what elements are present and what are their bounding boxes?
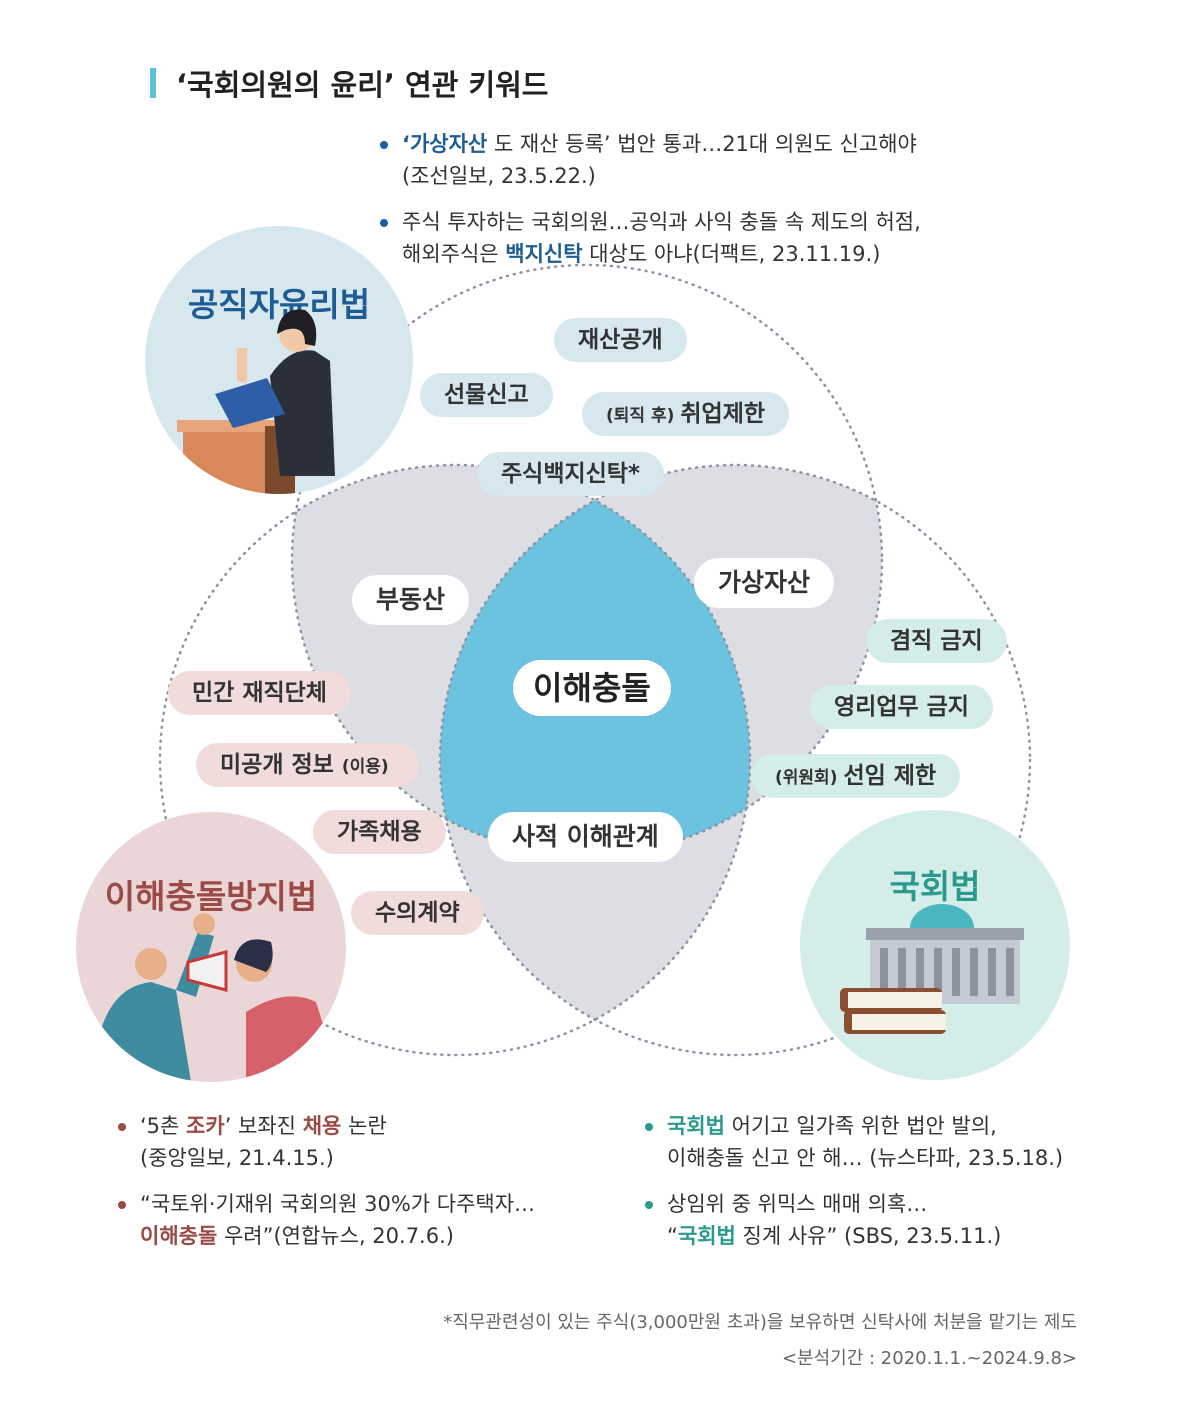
news-item: ‘5촌 조카’ 보좌진 채용 논란 (중앙일보, 21.4.15.) — [118, 1110, 535, 1174]
assembly-building-books-illustration — [840, 904, 1024, 1034]
keyword-private-interests: 사적 이해관계 — [488, 812, 683, 862]
bottom-right-news-list: 국회법 어기고 일가족 위한 법안 발의, 이해충돌 신고 안 해… (뉴스타파… — [645, 1110, 1063, 1266]
news-item: 국회법 어기고 일가족 위한 법안 발의, 이해충돌 신고 안 해… (뉴스타파… — [645, 1110, 1063, 1174]
keyword-virtual-assets: 가상자산 — [694, 558, 835, 608]
keyword-gift-report: 선물신고 — [420, 373, 553, 417]
circle-conflict-outline — [158, 463, 752, 1057]
circle-assembly-outline — [438, 463, 1032, 1057]
news-item: 주식 투자하는 국회의원…공익과 사익 충돌 속 제도의 허점, 해외주식은 백… — [380, 206, 921, 270]
title-text: ‘국회의원의 윤리’ 연관 키워드 — [176, 68, 549, 102]
law-conflict-circle: 이해충돌방지법 — [76, 812, 346, 1082]
analysis-period: <분석기간 : 2020.1.1.~2024.9.8> — [781, 1348, 1077, 1369]
law-public-label: 공직자윤리법 — [187, 285, 371, 324]
keyword-undisclosed-info: 미공개 정보 (이용) — [196, 743, 419, 787]
keyword-for-profit-ban: 영리업무 금지 — [810, 685, 993, 729]
keyword-private-org: 민간 재직단체 — [168, 671, 351, 715]
keyword-family-hiring: 가족채용 — [313, 810, 446, 854]
keyword-conflict-of-interest: 이해충돌 — [513, 660, 671, 716]
protest-megaphone-illustration — [86, 913, 341, 1082]
news-item: “국토위·기재위 국회의원 30%가 다주택자… 이해충돌 우려”(연합뉴스, … — [118, 1188, 535, 1252]
news-item: ‘가상자산 도 재산 등록’ 법안 통과…21대 의원도 신고해야 (조선일보,… — [380, 128, 921, 192]
speaker-podium-illustration — [177, 309, 335, 494]
footnote-blind-trust: *직무관련성이 있는 주식(3,000만원 초과)을 보유하면 신탁사에 처분을… — [443, 1312, 1077, 1333]
keyword-asset-disclosure: 재산공개 — [554, 318, 687, 362]
top-news-list: ‘가상자산 도 재산 등록’ 법안 통과…21대 의원도 신고해야 (조선일보,… — [380, 128, 921, 284]
keyword-employment-restriction: (퇴직 후)취업제한 — [582, 392, 790, 436]
keyword-appointment-restriction: (위원회)선임 제한 — [751, 754, 961, 798]
law-assembly-label: 국회법 — [889, 867, 981, 906]
news-item: 상임위 중 위믹스 매매 의혹… “국회법 징계 사유” (SBS, 23.5.… — [645, 1188, 1063, 1252]
law-conflict-label: 이해충돌방지법 — [104, 877, 318, 916]
keyword-real-estate: 부동산 — [352, 575, 470, 625]
law-public-circle: 공직자윤리법 — [145, 226, 413, 494]
overlap-center — [440, 465, 750, 855]
keyword-private-contract: 수의계약 — [351, 891, 484, 935]
page-title: ‘국회의원의 윤리’ 연관 키워드 — [150, 62, 548, 104]
keyword-concurrent-job-ban: 겸직 금지 — [866, 619, 1007, 663]
title-accent-bar — [150, 68, 156, 98]
bottom-left-news-list: ‘5촌 조카’ 보좌진 채용 논란 (중앙일보, 21.4.15.) “국토위·… — [118, 1110, 535, 1266]
keyword-blind-trust: 주식백지신탁* — [477, 452, 664, 496]
law-assembly-circle: 국회법 — [800, 810, 1070, 1080]
